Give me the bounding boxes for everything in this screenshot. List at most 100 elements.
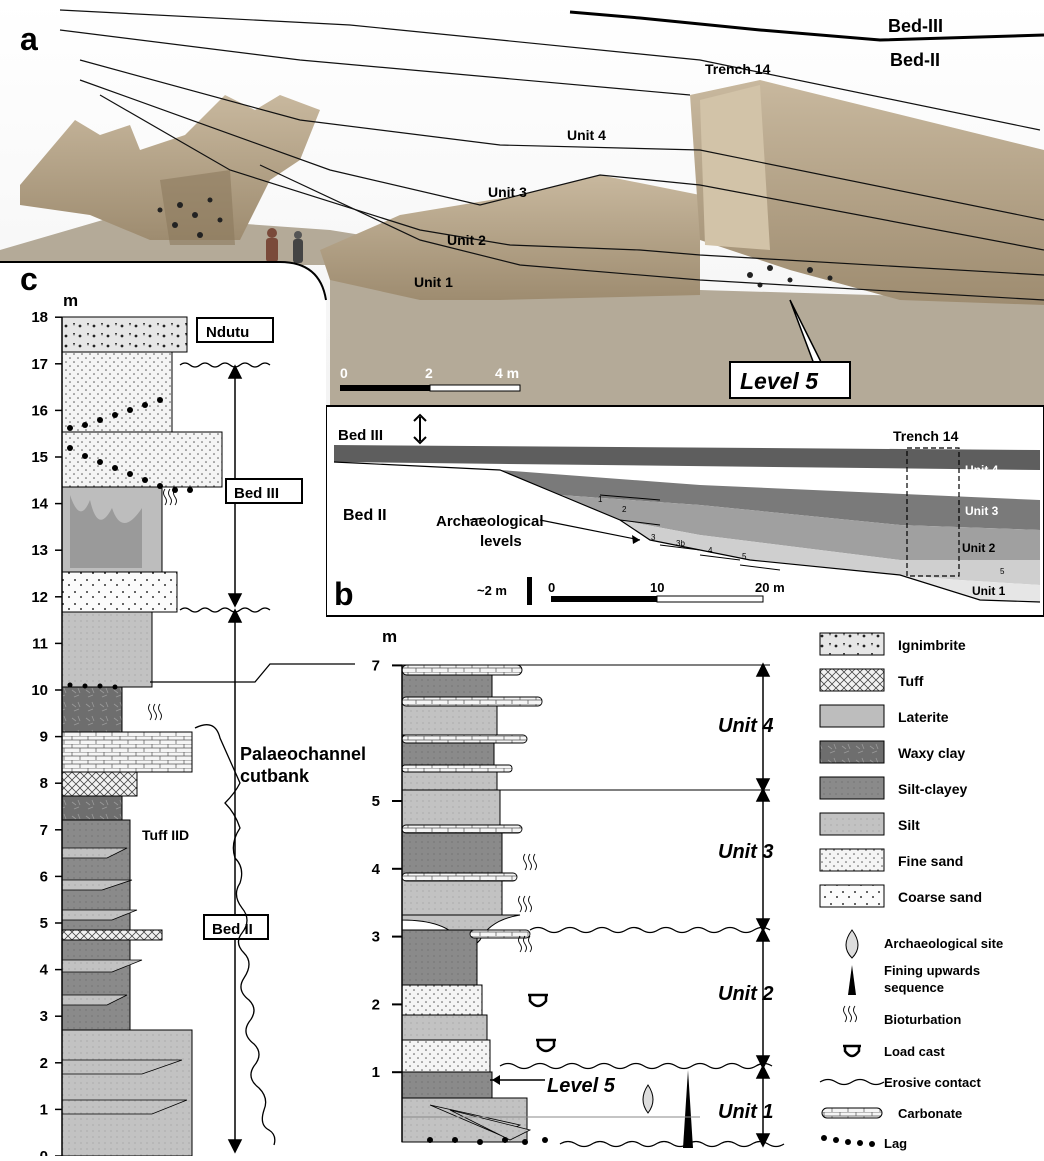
legend-arch-site: Archaeological site [884,936,1003,951]
panel-c-tick-label: 7 [40,822,48,839]
legend-swatch-laterite [820,705,884,727]
legend-swatch-waxy-clay [820,741,884,763]
panel-label-c: c [20,261,38,297]
legend-silt: Silt [898,817,920,833]
panel-c-ndutu: Ndutu [206,324,249,341]
panel-c-bed3: Bed III [234,485,279,502]
panel-b-level-2: 2 [622,505,627,514]
panel-c-tick-label: 6 [40,868,48,885]
panel-a-unit1: Unit 1 [414,274,453,290]
detail-unit3: Unit 3 [718,841,774,863]
erosive-contact-icon [820,1080,884,1085]
legend-swatch-fine-sand [820,849,884,871]
panel-c-tick-label: 13 [31,542,48,559]
legend-coarse-sand: Coarse sand [898,889,982,905]
load-cast-icon [843,1046,861,1056]
panel-b-trench: Trench 14 [893,428,959,444]
detail-tick-label: 3 [372,929,380,946]
panel-c-tick-label: 2 [40,1055,48,1072]
arch-site-icon [846,930,858,958]
detail-unit: m [382,627,397,646]
lag-icon [821,1135,875,1147]
legend-lag: Lag [884,1136,907,1151]
detail-tick-label: 1 [372,1064,380,1081]
panel-b-level-3b: 3b [676,539,685,548]
panel-c-tick-label: 8 [40,775,48,792]
panel-b-unit1: Unit 1 [972,584,1006,598]
legend-bioturbation: Bioturbation [884,1012,961,1027]
carbonate-icon [822,1108,882,1118]
panel-c-tick-label: 4 [40,962,49,979]
panel-b-bed3: Bed III [338,427,383,444]
panel-c-tick-label: 17 [31,356,48,373]
panel-c-tick-label: 12 [31,589,48,606]
legend-laterite: Laterite [898,709,949,725]
panel-c-tick-label: 3 [40,1008,48,1025]
panel-b-level-5b: 5 [1000,567,1005,576]
panel-b-scale-10: 10 [650,580,664,595]
detail-unit1: Unit 1 [718,1101,774,1123]
legend-fining-1: Fining upwards [884,963,980,978]
legend-silt-clayey: Silt-clayey [898,781,967,797]
detail-tick-label: 5 [372,793,380,810]
legend [820,633,884,1147]
panel-a-unit4: Unit 4 [567,127,606,143]
panel-b-scale-0: 0 [548,580,555,595]
legend-load-cast: Load cast [884,1044,945,1059]
panel-c-tick-label: 18 [31,309,48,326]
panel-a-level5: Level 5 [740,368,819,394]
panel-b-unit2: Unit 2 [962,541,996,555]
panel-c-tick-label: 16 [31,402,48,419]
legend-waxy-clay: Waxy clay [898,745,965,761]
panel-label-a: a [20,21,38,57]
panel-b-arch-levels-1: Archaeological [436,513,544,530]
panel-a-scale-4: 4 m [495,365,519,381]
panel-a-bed3-label: Bed-III [888,16,943,36]
panel-c-tick-label: 0 [40,1148,48,1156]
fining-upwards-icon [848,965,856,995]
detail-tick-label: 4 [372,861,381,878]
legend-swatch-ignimbrite [820,633,884,655]
panel-label-b: b [334,576,354,612]
panel-b-unit3: Unit 3 [965,504,999,518]
panel-a-unit3: Unit 3 [488,184,527,200]
panel-c-tick-label: 5 [40,915,48,932]
panel-b-level-1: 1 [598,495,603,504]
legend-erosive: Erosive contact [884,1075,981,1090]
panel-c-unit: m [63,291,78,310]
panel-a-scale-2: 2 [425,365,433,381]
bioturbation-icon [844,1006,857,1022]
panel-c-palaeo-2: cutbank [240,766,310,786]
detail-level5: Level 5 [547,1075,616,1097]
detail-tick-label: 7 [372,657,380,674]
panel-b-arch-levels-2: levels [480,533,522,550]
legend-swatch-silt [820,813,884,835]
legend-swatch-tuff [820,669,884,691]
panel-b-unit4: Unit 4 [965,463,999,477]
panel-c-palaeo-1: Palaeochannel [240,744,366,764]
panel-a-bed2-label: Bed-II [890,50,940,70]
panel-b-level-5: 5 [742,552,747,561]
legend-swatch-coarse-sand [820,885,884,907]
panel-c-tick-label: 9 [40,729,48,746]
legend-ignimbrite: Ignimbrite [898,637,966,653]
panel-b-scale-20: 20 m [755,580,785,595]
panel-a-unit2: Unit 2 [447,232,486,248]
panel-b-bed2: Bed II [343,507,387,524]
detail-unit4: Unit 4 [718,715,774,737]
legend-fine-sand: Fine sand [898,853,963,869]
panel-c-tick-label: 15 [31,449,48,466]
panel-c-tick-label: 11 [32,635,48,652]
panel-c-tick-label: 1 [40,1101,48,1118]
panel-a-scale-0: 0 [340,365,348,381]
legend-tuff: Tuff [898,673,924,689]
panel-b-vscale: ~2 m [477,583,507,598]
panel-c-tick-label: 14 [31,496,48,513]
panel-b-level-3: 3 [651,533,656,542]
legend-carbonate: Carbonate [898,1106,962,1121]
panel-c-tick-label: 10 [31,682,48,699]
panel-c-tuff: Tuff IID [142,827,189,843]
detail-unit2: Unit 2 [718,983,774,1005]
